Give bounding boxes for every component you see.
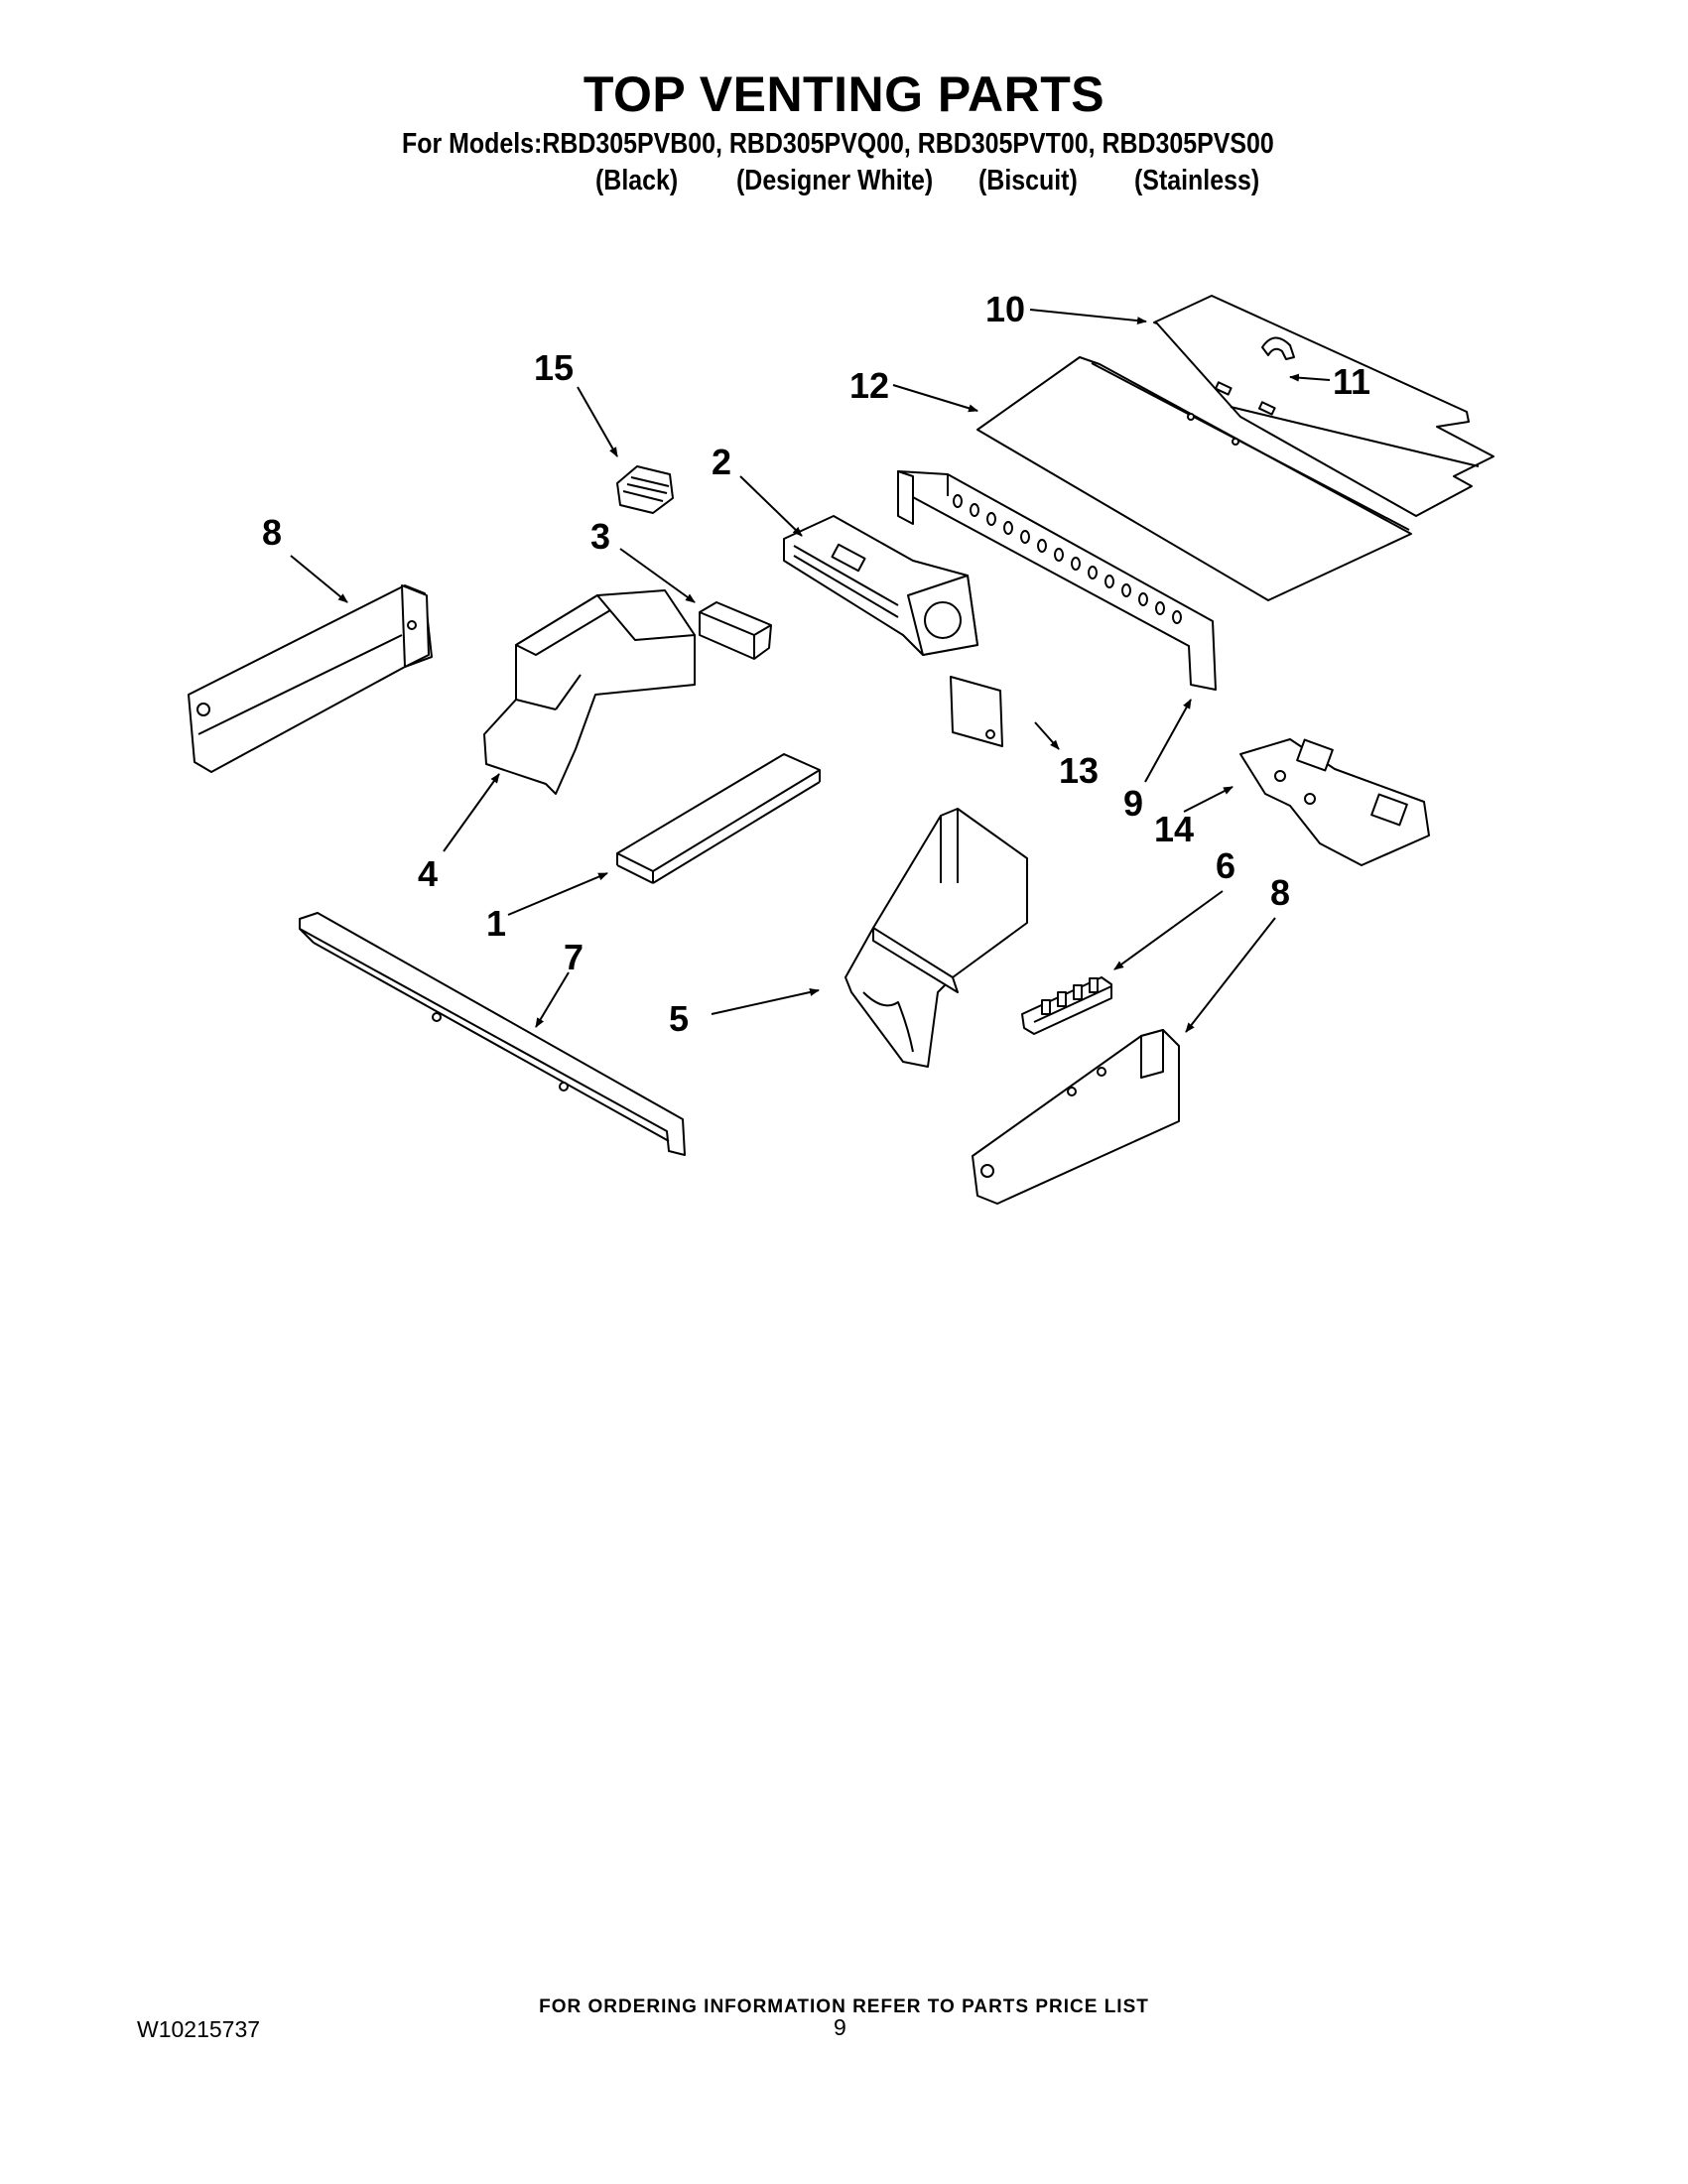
part-8-side-bracket-left bbox=[188, 584, 433, 773]
part-7-rail bbox=[299, 912, 686, 1156]
callout-5: 5 bbox=[669, 998, 689, 1039]
part-8-side-bracket-right bbox=[972, 1029, 1180, 1205]
color-designer-white: (Designer White) bbox=[736, 165, 934, 196]
callout-8-left: 8 bbox=[262, 512, 282, 553]
part-4-duct bbox=[483, 589, 696, 795]
callout-1: 1 bbox=[486, 903, 506, 944]
part-3-block bbox=[699, 601, 772, 660]
document-number: W10215737 bbox=[137, 2016, 261, 2042]
part-1-strip bbox=[616, 753, 821, 884]
callout-10: 10 bbox=[985, 289, 1025, 329]
part-13-pad bbox=[950, 676, 1003, 747]
part-11-clip bbox=[1214, 336, 1295, 416]
part-2-motor-assembly bbox=[783, 515, 978, 656]
color-black: (Black) bbox=[595, 165, 679, 196]
callout-4: 4 bbox=[418, 853, 438, 894]
part-5-chute bbox=[844, 808, 1028, 1068]
callout-8-right: 8 bbox=[1270, 872, 1290, 913]
models-line: For Models:RBD305PVB00, RBD305PVQ00, RBD… bbox=[402, 128, 1274, 160]
callout-14: 14 bbox=[1154, 809, 1194, 849]
page-number: 9 bbox=[834, 2014, 846, 2040]
color-biscuit: (Biscuit) bbox=[978, 165, 1078, 196]
part-15-connector bbox=[616, 465, 674, 514]
part-10-vent-panel bbox=[1153, 295, 1494, 517]
callout-9: 9 bbox=[1123, 783, 1143, 824]
page-title: TOP VENTING PARTS bbox=[583, 66, 1105, 122]
callout-7: 7 bbox=[564, 937, 584, 977]
callout-13: 13 bbox=[1059, 750, 1099, 791]
part-14-plate bbox=[1239, 738, 1430, 866]
part-6-terminal-block bbox=[1021, 976, 1112, 1035]
ordering-note: FOR ORDERING INFORMATION REFER TO PARTS … bbox=[539, 1996, 1149, 2017]
callout-11: 11 bbox=[1333, 361, 1370, 402]
color-stainless: (Stainless) bbox=[1134, 165, 1260, 196]
callout-6: 6 bbox=[1216, 845, 1235, 886]
leader-lines bbox=[290, 309, 1331, 1033]
callout-12: 12 bbox=[849, 365, 889, 406]
callout-15: 15 bbox=[534, 347, 574, 388]
part-12-vent-panel bbox=[976, 356, 1412, 601]
callout-3: 3 bbox=[590, 516, 610, 557]
callout-labels: 10 11 12 15 2 3 8 13 9 14 6 8 4 1 7 5 bbox=[262, 289, 1370, 1039]
part-9-bracket bbox=[897, 470, 1217, 691]
callout-2: 2 bbox=[712, 442, 731, 482]
